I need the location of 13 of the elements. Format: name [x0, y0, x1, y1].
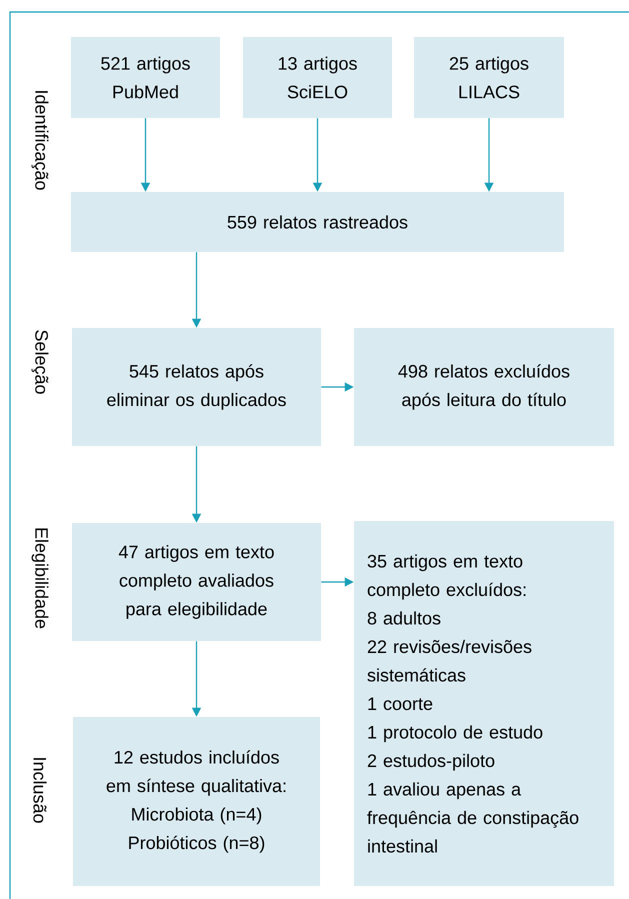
process-box: 559 relatos rastreados: [71, 192, 564, 252]
phase-label: Elegibilidade: [32, 528, 48, 628]
phase-label: Inclusão: [33, 758, 47, 823]
process-box: 47 artigos em texto completo avaliados para elegibilidade: [72, 523, 321, 641]
process-box: 25 artigos LILACS: [414, 37, 564, 118]
phase-label: Identificação: [32, 91, 48, 190]
process-box: 545 relatos após eliminar os duplicados: [72, 328, 321, 446]
process-box: 35 artigos em texto completo excluídos: 8 adultos 22 revisões/revisões sistemáticas 1 coorte 1 protocolo de estudo 2 estudos-piloto 1 avaliou apenas a frequência de constipação intestinal: [354, 521, 614, 886]
process-box: 12 estudos incluídos em síntese qualitativa: Microbiota (n=4) Probióticos (n=8): [73, 717, 320, 886]
process-box: 521 artigos PubMed: [71, 37, 220, 118]
phase-label: Seleção: [32, 330, 48, 394]
process-box: 13 artigos SciELO: [243, 37, 392, 118]
process-box: 498 relatos excluídos após leitura do título: [354, 328, 614, 446]
